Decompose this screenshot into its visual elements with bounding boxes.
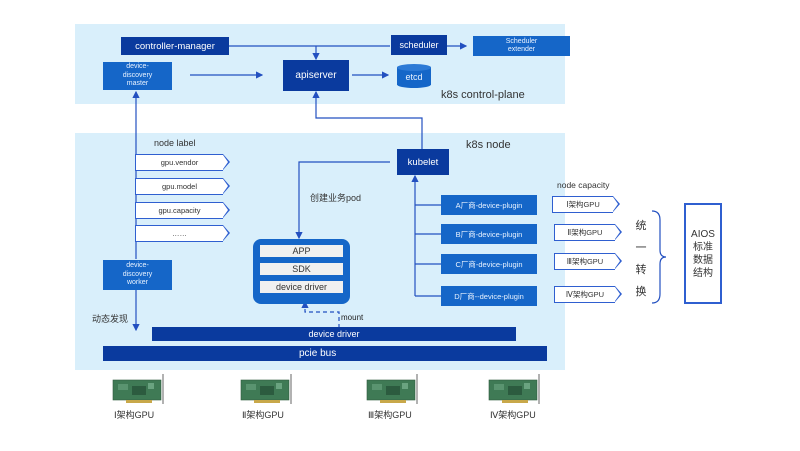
gpu-card-icon [240, 374, 296, 404]
gpu-card-icon [112, 374, 168, 404]
etcd-cylinder: etcd [397, 64, 431, 88]
kubelet-pod-arrow [295, 161, 390, 240]
controller-manager-box: controller-manager [121, 37, 229, 55]
node-label-more: …… [135, 224, 230, 242]
pcie-bus-label: pcie bus [299, 348, 337, 359]
apiserver-label: apiserver [295, 70, 337, 81]
gpu-card-icon [366, 374, 422, 404]
device-driver-bar-label: device driver [308, 329, 360, 339]
pcie-bus-bar: pcie bus [103, 346, 547, 361]
capacity-arch-4: Ⅳ架构GPU [554, 285, 622, 303]
pod-layer-app: APP [260, 245, 343, 257]
pod-layer-driver: device driver [260, 281, 343, 293]
controller-manager-label: controller-manager [135, 40, 215, 52]
create-pod-label: 创建业务pod [310, 193, 362, 203]
capacity-arch-2: Ⅱ架构GPU [554, 223, 622, 241]
plugin-c: C厂商-device-plugin [441, 254, 537, 274]
scheduler-label: scheduler [399, 40, 439, 50]
scheduler-box: scheduler [391, 35, 447, 55]
etcd-label: etcd [405, 72, 423, 82]
control-plane-title: k8s control-plane [441, 89, 525, 101]
gpu-label: Ⅱ架构GPU [242, 410, 284, 420]
device-discovery-worker-label: device-discovery worker [122, 262, 153, 287]
scheduler-extender-label: Scheduler extender [505, 38, 538, 53]
node-label-title: node label [154, 138, 196, 148]
node-label-gpu-capacity: gpu.capacity [135, 201, 230, 219]
node-label-gpu-vendor: gpu.vendor [135, 153, 230, 171]
mount-dashed-arrow [301, 300, 340, 328]
gpu-label: Ⅰ架构GPU [114, 410, 155, 420]
brace-shape [651, 210, 667, 304]
mount-label: mount [341, 313, 364, 322]
dynamic-discovery-label: 动态发现 [92, 314, 129, 324]
device-driver-bar: device driver [152, 327, 516, 341]
gpu-card-icon [488, 374, 544, 404]
device-discovery-worker-box: device-discovery worker [103, 260, 172, 290]
device-discovery-master-box: device-discovery master [103, 62, 172, 90]
aios-standard-box: AIOS 标准 数据 结构 [684, 203, 722, 304]
kubelet-box: kubelet [397, 149, 449, 175]
scheduler-extender-box: Scheduler extender [473, 36, 570, 56]
node-title: k8s node [466, 139, 511, 151]
gpu-label: Ⅳ架构GPU [490, 410, 536, 420]
apiserver-box: apiserver [283, 60, 349, 91]
capacity-arch-3: Ⅲ架构GPU [554, 252, 622, 270]
plugin-d: D厂商--device-plugin [441, 286, 537, 306]
capacity-arch-1: Ⅰ架构GPU [552, 195, 620, 213]
unified-conversion-label: 统 一 转 换 [635, 220, 647, 298]
gpu-label: Ⅲ架构GPU [368, 410, 412, 420]
plugin-b: B厂商-device-plugin [441, 224, 537, 244]
plugin-a: A厂商-device-plugin [441, 195, 537, 215]
kubelet-apiserver-arrow [312, 90, 423, 149]
pod-layer-sdk: SDK [260, 263, 343, 275]
pod-container: APP SDK device driver [253, 239, 350, 304]
node-capacity-title: node capacity [557, 180, 610, 190]
kubelet-label: kubelet [407, 156, 439, 168]
node-label-gpu-model: gpu.model [135, 177, 230, 195]
device-discovery-master-label: device-discovery master [122, 63, 153, 88]
